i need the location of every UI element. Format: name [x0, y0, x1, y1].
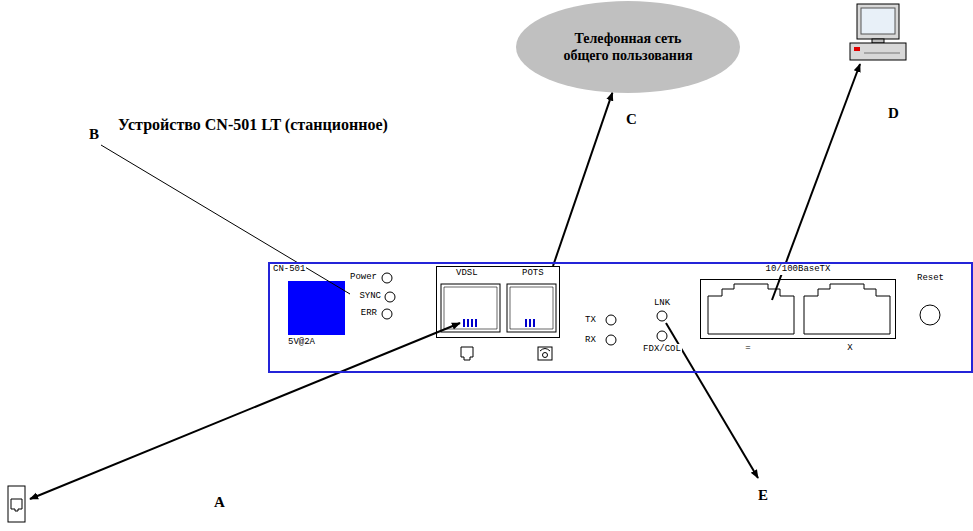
ethernet-group: 10/100BaseTX=X — [700, 279, 896, 339]
callout-letter: E — [758, 486, 768, 504]
reset-button — [920, 305, 940, 325]
port-label: X — [846, 343, 853, 354]
leader-line — [30, 323, 460, 499]
led — [606, 335, 616, 345]
callout-letter: D — [888, 104, 899, 122]
title: Устройство CN-501 LT (станционное) — [118, 116, 388, 134]
led — [606, 315, 616, 325]
power-connector — [288, 281, 345, 335]
led-label: ERR — [360, 308, 378, 319]
port-label: VDSL — [455, 268, 479, 279]
power-label: 5V@2A — [287, 337, 316, 348]
port-label: POTS — [521, 268, 545, 279]
led — [382, 309, 392, 319]
leader-line — [101, 145, 350, 294]
model-label: CN-501 — [272, 264, 306, 275]
phone-symbol — [538, 347, 552, 360]
led-label: Power — [349, 272, 378, 283]
led-label: TX — [584, 315, 597, 326]
pots-jack — [507, 284, 556, 332]
button-label: Reset — [916, 273, 945, 284]
led-label: RX — [584, 335, 597, 346]
wall-socket-icon — [8, 486, 25, 522]
port-label: = — [744, 343, 751, 354]
port-symbol — [461, 347, 473, 360]
callout-letter: A — [214, 493, 225, 511]
callout-letter: B — [89, 125, 99, 143]
cloud-shape — [515, 0, 741, 94]
led — [657, 311, 667, 321]
callout-letter: C — [626, 110, 637, 128]
led — [382, 273, 392, 283]
device-panel-parts — [288, 273, 940, 360]
rj45-port — [804, 284, 890, 334]
led — [385, 292, 395, 302]
led — [657, 331, 667, 341]
port-group: VDSL POTS — [436, 266, 560, 338]
node-text: Телефонная сеть общего пользования — [553, 30, 703, 64]
led-label: FDX/COL — [642, 344, 682, 355]
computer-icon — [850, 4, 906, 60]
vdsl-jack — [441, 284, 500, 332]
port-label: 10/100BaseTX — [765, 264, 832, 275]
cloud: Телефонная сеть общего пользования — [515, 0, 741, 94]
rj45-port — [708, 284, 794, 334]
led-label: SYNC — [358, 291, 382, 302]
device-panel: CN-501 5V@2A PowerSYNC ERR TX RX LNK FDX/COL Res… — [268, 262, 973, 373]
led-label: LNK — [653, 298, 671, 309]
connector-arrow — [553, 93, 612, 266]
